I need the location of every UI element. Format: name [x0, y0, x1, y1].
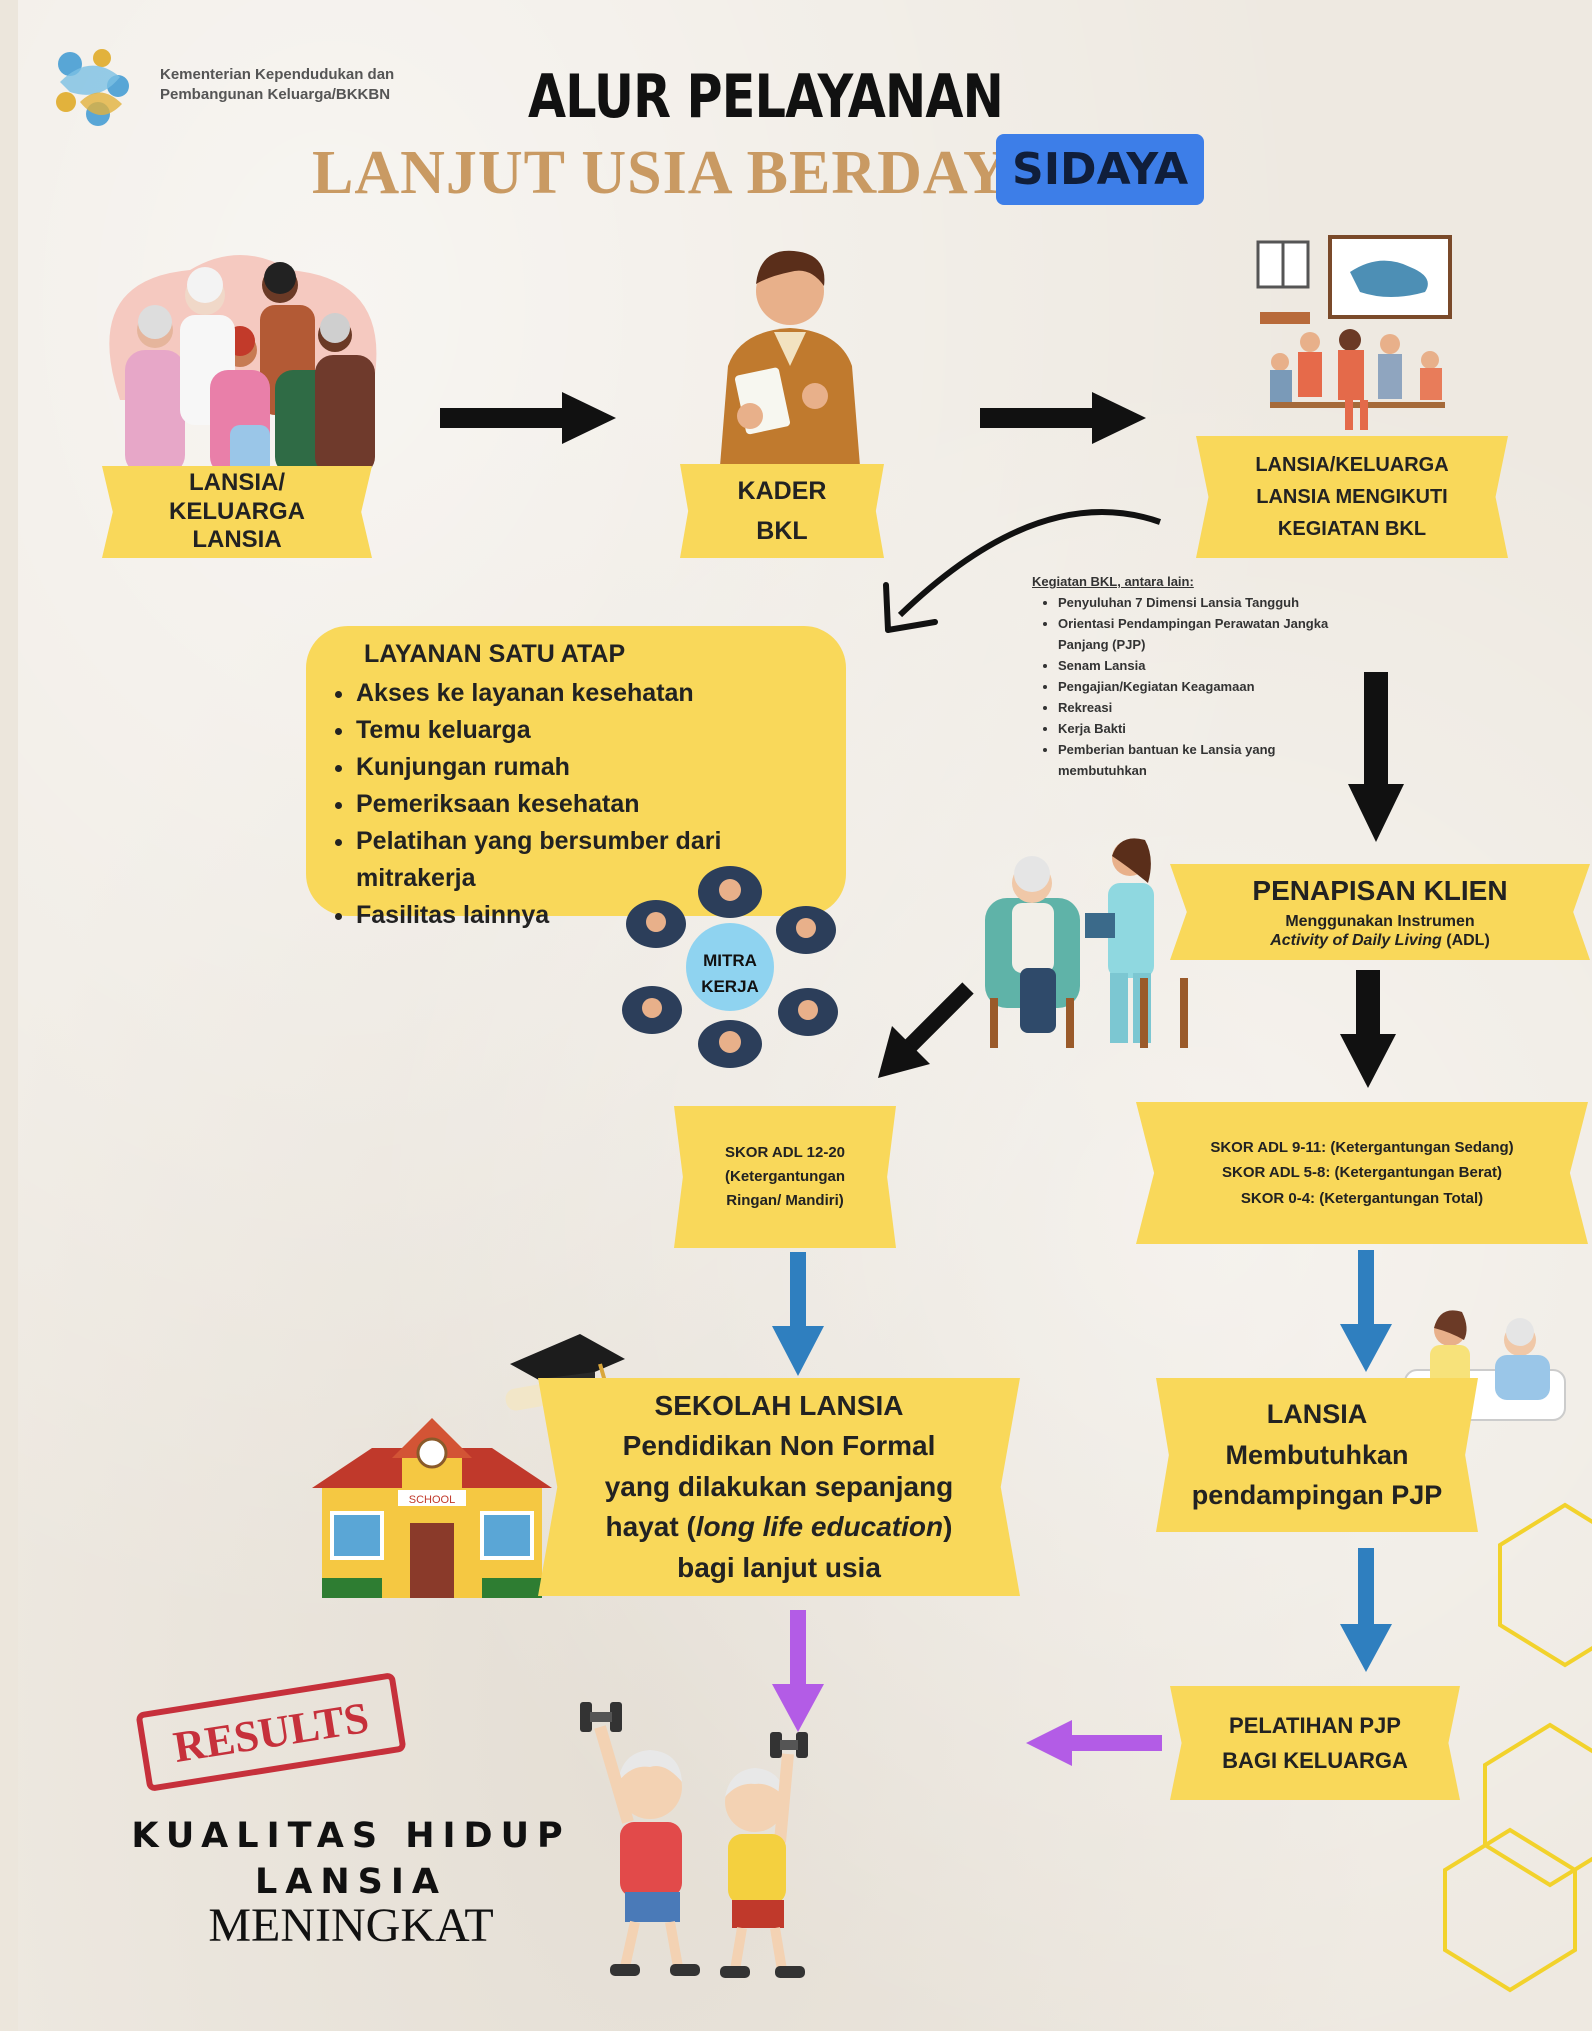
classroom-icon	[1250, 232, 1460, 432]
title-line-1: ALUR PELAYANAN	[528, 62, 1004, 132]
mitra-kerja-label: MITRA KERJA	[701, 951, 759, 996]
layanan-satu-atap-box: LAYANAN SATU ATAP Akses ke layanan keseh…	[306, 626, 846, 929]
arrow-right-2	[980, 392, 1146, 444]
sidaya-badge: SIDAYA	[996, 134, 1205, 205]
bkkbn-logo-icon	[40, 42, 140, 132]
node-penapisan: PENAPISAN KLIEN Menggunakan Instrumen Ac…	[1170, 864, 1590, 960]
arrow-diagonal	[878, 982, 974, 1078]
penapisan-line2: Activity of Daily Living (ADL)	[1270, 931, 1490, 949]
org-name: Kementerian Kependudukan dan Pembangunan…	[160, 66, 395, 104]
officer-icon	[690, 236, 890, 466]
results-text: KUALITAS HIDUP LANSIA MENINGKAT	[131, 1816, 571, 1952]
list-item: Pelatihan yang bersumber dari mitrakerja	[356, 823, 824, 897]
arrow-purple-left	[1026, 1720, 1162, 1766]
kegiatan-heading: Kegiatan BKL, antara lain:	[1032, 574, 1194, 589]
arrow-purple-down	[772, 1610, 824, 1732]
team-meeting-icon	[604, 862, 856, 1072]
nurse-elder-icon	[980, 828, 1190, 1048]
node-kader-bkl: KADER BKL	[680, 464, 884, 558]
list-item: Pengajian/Kegiatan Keagamaan	[1058, 676, 1352, 697]
hexagon-decoration-icon	[1443, 1502, 1592, 1993]
arrow-blue-3	[1340, 1548, 1392, 1672]
title-line-2: LANJUT USIA BERDAYA	[312, 139, 1049, 207]
school-sign: SCHOOL	[409, 1494, 455, 1506]
kegiatan-bkl-list: Kegiatan BKL, antara lain: Penyuluhan 7 …	[1032, 574, 1352, 781]
list-item: Fasilitas lainnya	[356, 897, 824, 934]
list-item: Pemeriksaan kesehatan	[356, 786, 824, 823]
node-sekolah-lansia: SEKOLAH LANSIA Pendidikan Non Formal yan…	[538, 1378, 1020, 1596]
list-item: Orientasi Pendampingan Perawatan Jangka …	[1058, 613, 1352, 655]
arrow-blue-2	[1340, 1250, 1392, 1372]
list-item: Senam Lansia	[1058, 655, 1352, 676]
list-item: Penyuluhan 7 Dimensi Lansia Tangguh	[1058, 592, 1352, 613]
layanan-title: LAYANAN SATU ATAP	[364, 640, 626, 668]
node-skor-ringan: SKOR ADL 12-20 (Ketergantungan Ringan/ M…	[674, 1106, 896, 1248]
arrow-right-1	[440, 392, 616, 444]
sekolah-line3: hayat (long life education)	[605, 1511, 953, 1543]
list-item: Akses ke layanan kesehatan	[356, 675, 824, 712]
school-building-icon: SCHOOL	[312, 1418, 552, 1598]
list-item: Rekreasi	[1058, 697, 1352, 718]
arrow-down-2	[1340, 970, 1396, 1088]
list-item: Kerja Bakti	[1058, 718, 1352, 739]
family-icon	[80, 240, 400, 480]
node-mengikuti-bkl: LANSIA/KELUARGA LANSIA MENGIKUTI KEGIATA…	[1196, 436, 1508, 558]
node-lansia-keluarga: LANSIA/ KELUARGA LANSIA	[102, 466, 372, 558]
arrow-blue-1	[772, 1252, 824, 1376]
arrow-down-1	[1348, 672, 1404, 842]
node-pendampingan-pjp: LANSIA Membutuhkan pendampingan PJP	[1156, 1378, 1478, 1532]
curved-arrow	[883, 509, 1161, 633]
elderly-exercise-icon	[570, 1692, 850, 1982]
node-pelatihan-pjp: PELATIHAN PJP BAGI KELUARGA	[1170, 1686, 1460, 1800]
node-skor-berat: SKOR ADL 9-11: (Ketergantungan Sedang) S…	[1136, 1102, 1588, 1244]
list-item: Pemberian bantuan ke Lansia yang membutu…	[1058, 739, 1352, 781]
list-item: Kunjungan rumah	[356, 749, 824, 786]
layanan-list: Akses ke layanan kesehatan Temu keluarga…	[328, 675, 824, 934]
list-item: Temu keluarga	[356, 712, 824, 749]
